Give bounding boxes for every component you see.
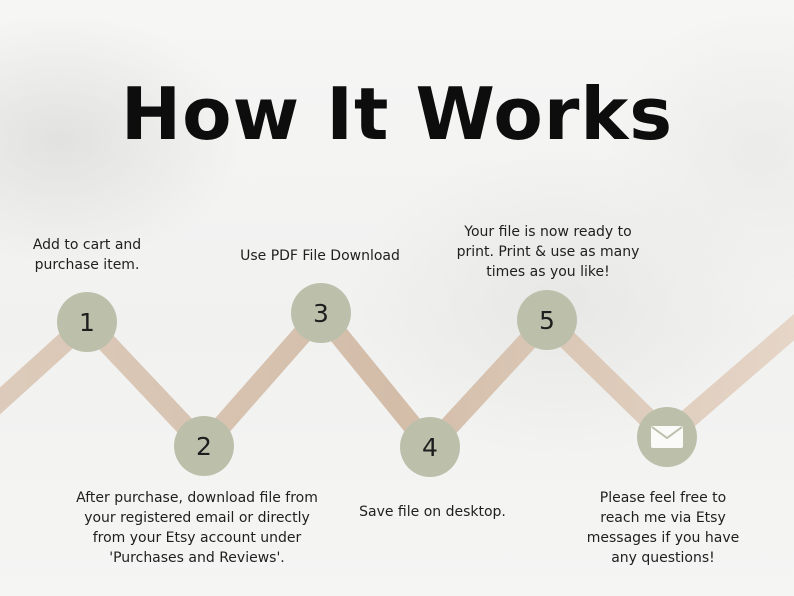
step-3-node: 3 [291,283,351,343]
step-4-text: Save file on desktop. [359,504,506,520]
step-3-text: Use PDF File Download [240,248,400,264]
contact-node [637,407,697,467]
step-4-node: 4 [400,417,460,477]
step-1-node: 1 [57,292,117,352]
contact-text: Please feel free to reach me via Etsy me… [586,490,740,566]
step-1-number: 1 [79,307,95,337]
page-title: How It Works [120,72,674,156]
step-2-node: 2 [174,416,234,476]
step-1-text: Add to cart and purchase item. [32,237,142,273]
step-5-text: Your file is now ready to print. Print &… [456,224,640,280]
step-2-text: After purchase, download file from your … [76,490,318,566]
step-4-number: 4 [422,432,438,462]
step-5-number: 5 [539,305,555,335]
step-2-number: 2 [196,431,212,461]
step-5-node: 5 [517,290,577,350]
envelope-icon [651,426,683,448]
step-3-number: 3 [313,298,329,328]
